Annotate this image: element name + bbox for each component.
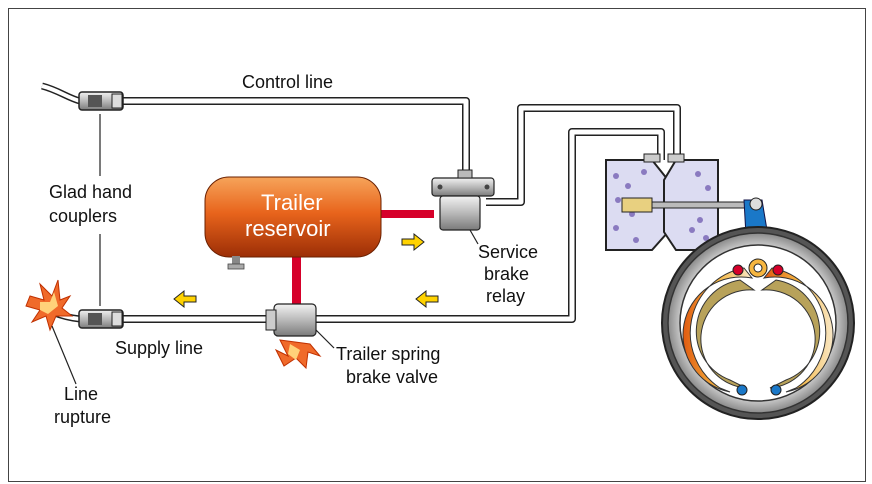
spring-valve-label-line2: brake valve	[346, 367, 438, 387]
supply-line-pipe	[123, 128, 665, 323]
control-line-pipe	[123, 97, 470, 178]
arrow-right-icon	[401, 232, 425, 252]
spring-valve-label-line1: Trailer spring	[336, 344, 440, 364]
service-brake-label-line3: relay	[486, 286, 525, 306]
hose-ends	[41, 82, 81, 323]
service-brake-relay	[431, 169, 495, 231]
arrow-left-icon	[415, 289, 439, 309]
relay-to-chamber-pipe	[486, 104, 681, 206]
flow-arrows	[173, 232, 439, 309]
line-rupture-label-line2: rupture	[54, 407, 111, 427]
reservoir-air-connections	[292, 210, 434, 311]
trailer-spring-brake-valve	[265, 303, 322, 370]
line-rupture-label-line1: Line	[64, 384, 98, 404]
glad-hand-label-line1: Glad hand	[49, 182, 132, 202]
arrow-left-icon	[173, 289, 197, 309]
service-brake-label-line2: brake	[484, 264, 529, 284]
brake-chamber	[605, 153, 757, 251]
glad-hand-label-line2: couplers	[49, 206, 117, 226]
trailer-reservoir-label-line2: reservoir	[245, 216, 331, 241]
line-rupture-pointer	[51, 325, 77, 385]
supply-line-label: Supply line	[115, 338, 203, 358]
spring-valve-pointer	[315, 329, 335, 349]
line-rupture-burst	[25, 279, 74, 332]
brake-drum	[661, 226, 855, 420]
relay-pointer	[469, 229, 479, 245]
glad-hand-coupler-top	[78, 91, 124, 111]
control-line-label: Control line	[242, 72, 333, 92]
service-brake-label-line1: Service	[478, 242, 538, 262]
trailer-reservoir-label-line1: Trailer	[261, 190, 323, 215]
trailer-reservoir	[204, 176, 382, 270]
glad-hand-coupler-bottom	[78, 309, 124, 329]
